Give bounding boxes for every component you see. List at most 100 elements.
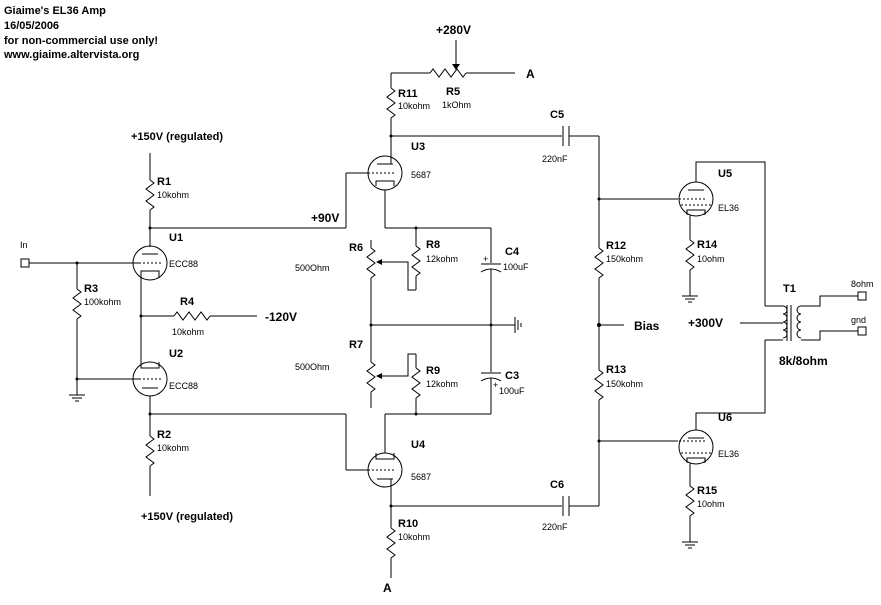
u6-type: EL36 (718, 449, 739, 459)
u2-type: ECC88 (169, 381, 198, 391)
u3-type: 5687 (411, 170, 431, 180)
input-terminal (20, 258, 127, 268)
tube-u6 (678, 429, 714, 465)
supply-150-bottom: +150V (regulated) (141, 511, 233, 523)
r14-ref: R14 (697, 239, 718, 251)
r3-ref: R3 (84, 283, 98, 295)
c4-plus: + (483, 254, 488, 264)
r13-value: 150kohm (606, 379, 643, 389)
resistor-r2 (145, 396, 155, 496)
r12-value: 150kohm (606, 254, 643, 264)
wire (695, 340, 766, 430)
r2-value: 10kohm (157, 443, 189, 453)
wire (380, 353, 416, 377)
r4-value: 10kohm (172, 327, 204, 337)
transformer-ratio: 8k/8ohm (779, 354, 828, 368)
date-line: 16/05/2006 (4, 20, 59, 32)
r8-ref: R8 (426, 239, 440, 251)
resistor-r3 (72, 263, 82, 379)
tube-u4 (367, 452, 403, 488)
resistor-r11 (386, 73, 396, 156)
c4-ref: C4 (505, 246, 520, 258)
potentiometer-r6 (366, 240, 382, 295)
r11-value: 10kohm (398, 101, 430, 111)
output-terminal-8ohm (857, 291, 867, 301)
u2-ref: U2 (169, 348, 183, 360)
r10-ref: R10 (398, 518, 418, 530)
r4-ref: R4 (180, 296, 195, 308)
bias-label: Bias (634, 319, 660, 333)
r15-ref: R15 (697, 485, 717, 497)
capacitor-c4 (480, 228, 502, 325)
r6-value: 500Ohm (295, 263, 330, 273)
resistor-r14 (685, 215, 695, 296)
capacitor-c3 (480, 325, 502, 414)
resistor-r8 (411, 228, 421, 290)
wire (695, 161, 766, 306)
potentiometer-r5 (391, 40, 515, 78)
c6-value: 220nF (542, 522, 568, 532)
r8-value: 12kohm (426, 254, 458, 264)
r5-ref: R5 (446, 86, 460, 98)
u6-ref: U6 (718, 412, 732, 424)
license-line: for non-commercial use only! (4, 35, 158, 47)
resistor-r4 (141, 311, 257, 321)
ground-symbol (682, 295, 698, 303)
out-gnd-label: gnd (851, 315, 866, 325)
resistor-r13 (594, 362, 604, 506)
resistor-r1 (145, 153, 155, 247)
r6-ref: R6 (349, 242, 363, 254)
output-transformer-t1 (765, 295, 858, 341)
r11-ref: R11 (398, 88, 418, 100)
u5-ref: U5 (718, 168, 732, 180)
c6-ref: C6 (550, 479, 564, 491)
u4-type: 5687 (411, 472, 431, 482)
chassis-ground-symbol (514, 317, 522, 333)
tube-u5 (678, 181, 714, 217)
r3-value: 100kohm (84, 297, 121, 307)
resistor-r12 (594, 240, 604, 362)
input-label: In (20, 240, 28, 250)
r2-ref: R2 (157, 429, 171, 441)
supply-90: +90V (311, 211, 339, 225)
website-line: www.giaime.altervista.org (3, 49, 139, 61)
node-a-bottom: A (383, 581, 392, 595)
u5-type: EL36 (718, 203, 739, 213)
r14-value: 10ohm (697, 254, 725, 264)
title-line: Giaime's EL36 Amp (4, 5, 106, 17)
potentiometer-r7 (366, 354, 382, 408)
r15-value: 10ohm (697, 499, 725, 509)
u1-type: ECC88 (169, 259, 198, 269)
tube-u3 (367, 155, 403, 191)
r12-ref: R12 (606, 240, 626, 252)
output-terminal-gnd (857, 326, 867, 336)
u1-ref: U1 (169, 232, 183, 244)
supply-minus120: -120V (265, 310, 297, 324)
c5-value: 220nF (542, 154, 568, 164)
node-a-top: A (526, 67, 535, 81)
ground-symbol (682, 541, 698, 549)
c3-plus: + (493, 380, 498, 390)
c3-value: 100uF (499, 386, 525, 396)
supply-280: +280V (436, 23, 471, 37)
resistor-r10 (386, 520, 396, 578)
r7-ref: R7 (349, 339, 363, 351)
r9-ref: R9 (426, 365, 440, 377)
r9-value: 12kohm (426, 379, 458, 389)
wire (380, 261, 416, 291)
supply-300: +300V (688, 316, 723, 330)
capacitor-c6 (562, 496, 599, 516)
capacitor-c5 (562, 126, 599, 146)
r10-value: 10kohm (398, 532, 430, 542)
u4-ref: U4 (411, 439, 426, 451)
resistor-r15 (685, 463, 695, 542)
ground-symbol (69, 394, 85, 402)
c3-ref: C3 (505, 370, 519, 382)
r1-value: 10kohm (157, 190, 189, 200)
r5-value: 1kOhm (442, 100, 471, 110)
u3-ref: U3 (411, 141, 425, 153)
out-8ohm-label: 8ohm (851, 279, 874, 289)
r7-value: 500Ohm (295, 362, 330, 372)
